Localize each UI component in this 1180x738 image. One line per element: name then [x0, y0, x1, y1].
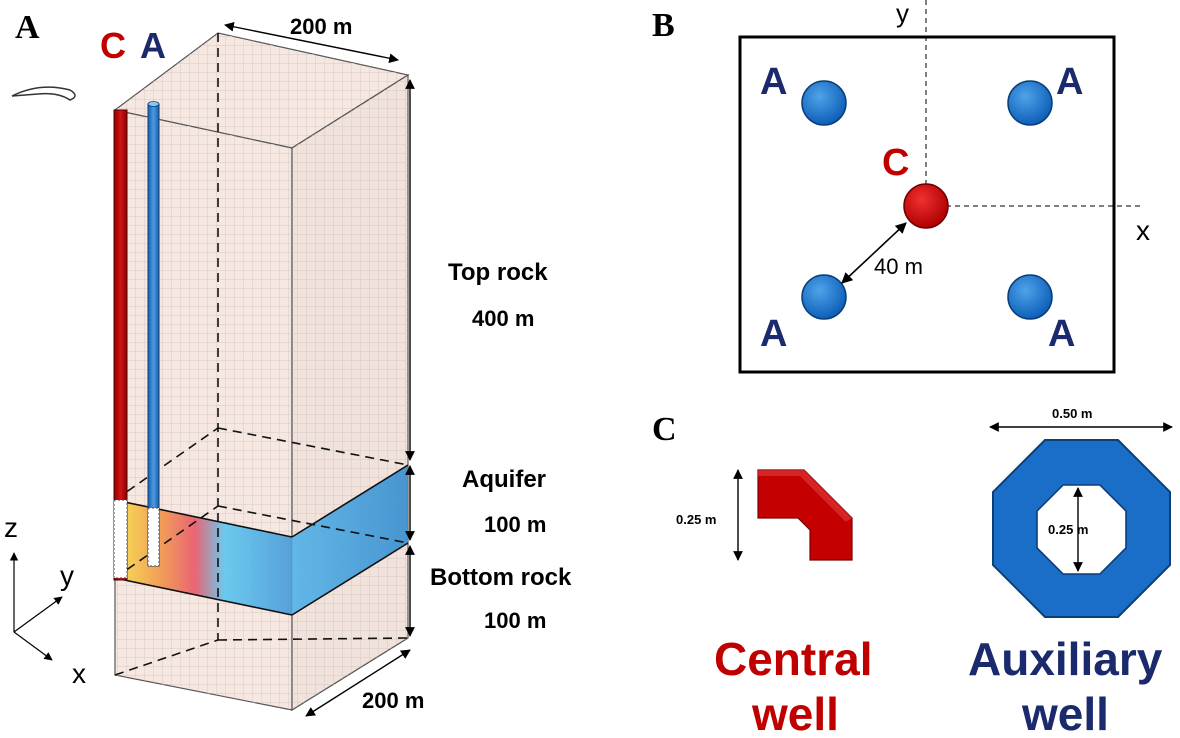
aux-well-bottom-left	[801, 274, 847, 320]
auxiliary-well-pipe	[147, 101, 160, 567]
top-rock-thickness: 400 m	[472, 306, 534, 331]
top-rock-label: Top rock	[448, 259, 548, 286]
plan-axis-y-label: y	[896, 0, 909, 28]
central-well-plan	[903, 183, 949, 229]
aux-label-bottom-right: A	[1048, 313, 1075, 355]
aux-well-top-left	[801, 80, 847, 126]
aux-outer-dim-label: 0.50 m	[1052, 406, 1092, 421]
plan-axis-x-label: x	[1136, 215, 1150, 246]
central-well-section	[757, 469, 853, 561]
panel-c: C 0.25 m 0.50 m 0.25 m Central well Auxi…	[652, 406, 1173, 738]
dim-bottom-label: 200 m	[362, 688, 424, 713]
block-right-grid	[292, 75, 408, 710]
aux-label-top-right: A	[1056, 61, 1083, 103]
aux-label-bottom-left: A	[760, 313, 787, 355]
visible-edges	[114, 464, 409, 616]
aux-well-top-right	[1007, 80, 1053, 126]
rotate-view-icon	[11, 86, 76, 101]
central-dim-label: 0.25 m	[676, 512, 716, 527]
aquifer-thickness: 100 m	[484, 512, 546, 537]
spacing-arrow	[841, 222, 907, 284]
aux-label-top-left: A	[760, 61, 787, 103]
dim-top-arrow	[224, 21, 399, 64]
well-c-label: C	[100, 25, 126, 66]
central-well-title-1: Central	[714, 633, 872, 685]
aquifer-right-face	[292, 465, 408, 615]
central-well-pipe	[113, 109, 128, 581]
dim-top-label: 200 m	[290, 14, 352, 39]
central-label-plan: C	[882, 142, 909, 184]
aux-well-bottom-right	[1007, 274, 1053, 320]
block-front-grid	[115, 110, 292, 710]
panel-c-letter: C	[652, 411, 677, 448]
panel-b-letter: B	[652, 7, 675, 44]
axis-x-label: x	[72, 658, 86, 689]
central-well-highlight	[758, 470, 852, 522]
panel-a-letter: A	[15, 9, 40, 46]
aux-well-title-2: well	[1021, 688, 1109, 738]
axis-triad	[9, 552, 63, 661]
central-well-title-2: well	[751, 688, 839, 738]
hidden-edges	[114, 33, 409, 676]
well-a-label: A	[140, 25, 166, 66]
spacing-label: 40 m	[874, 254, 923, 279]
aux-well-title-1: Auxiliary	[968, 633, 1163, 685]
dim-bottom-arrow	[305, 649, 411, 717]
aquifer-label: Aquifer	[462, 466, 546, 493]
axis-y-label: y	[60, 560, 74, 591]
bottom-rock-label: Bottom rock	[430, 564, 572, 591]
panel-b: B y x A A A A C 40 m	[652, 0, 1150, 374]
panel-a: A	[4, 9, 572, 717]
bottom-rock-thickness: 100 m	[484, 608, 546, 633]
aux-inner-dim-label: 0.25 m	[1048, 522, 1088, 537]
axis-z-label: z	[4, 512, 18, 543]
